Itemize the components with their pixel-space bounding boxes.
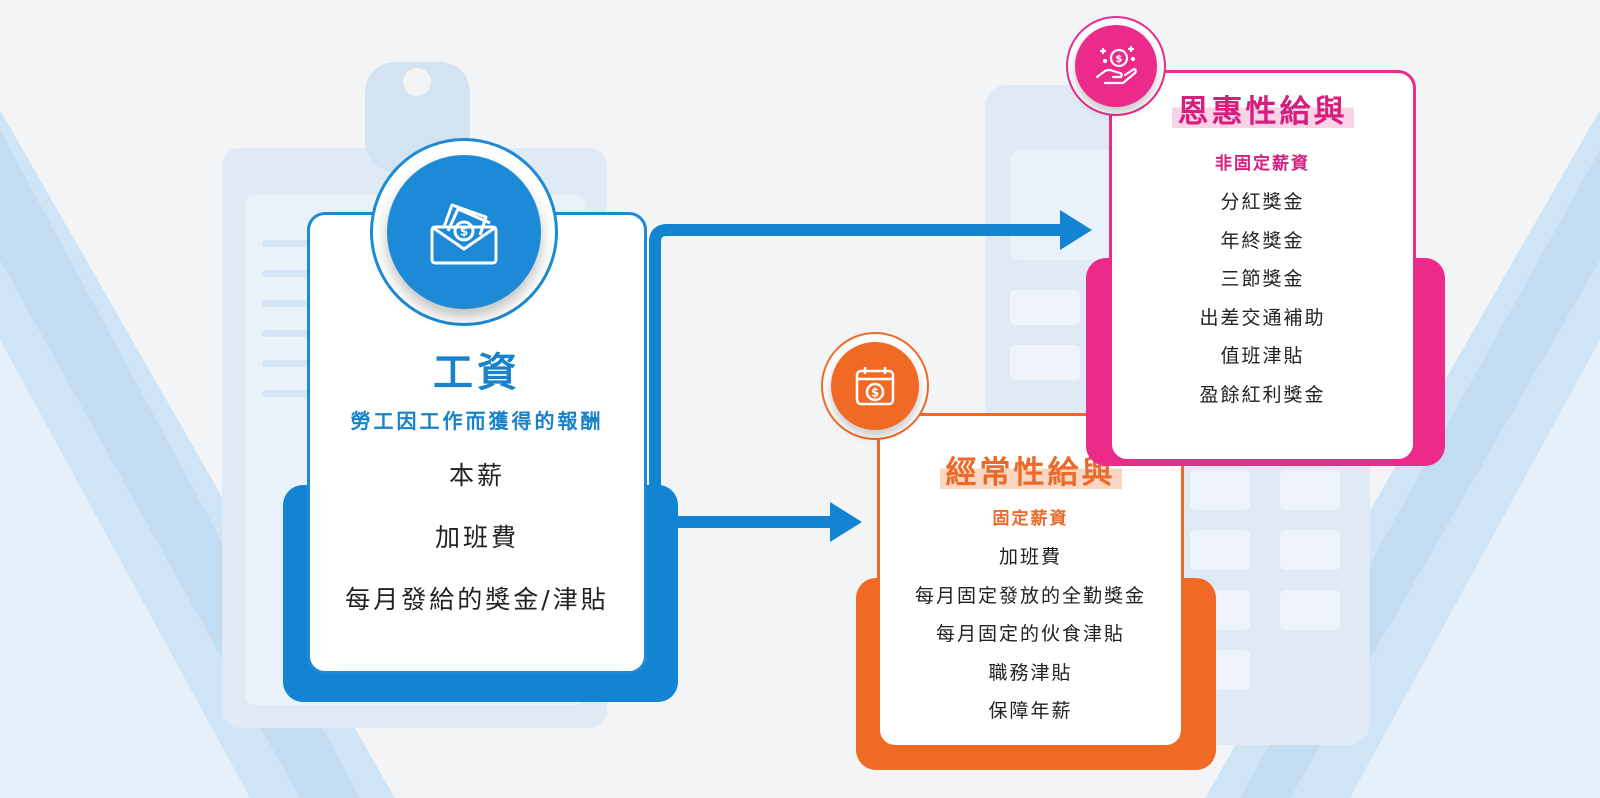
bonus-subtitle: 非固定薪資 — [1215, 154, 1310, 174]
wage-title: 工資 — [433, 349, 521, 396]
money-envelope-icon: $ — [387, 155, 541, 309]
list-item: 職務津貼 — [988, 661, 1073, 684]
list-item: 每月固定發放的全勤獎金 — [914, 584, 1146, 607]
bonus-icon-ring: $ — [1066, 16, 1166, 116]
calendar-dollar-icon: $ — [831, 342, 919, 430]
list-item: 分紅獎金 — [1220, 191, 1305, 213]
bonus-item-list: 分紅獎金 年終獎金 三節獎金 出差交通補助 值班津貼 盈餘紅利獎金 — [1112, 189, 1413, 420]
list-item: 每月發給的獎金/津貼 — [345, 585, 609, 614]
arrow-to-bonus — [649, 224, 1063, 522]
list-item: 三節獎金 — [1220, 268, 1305, 290]
list-item: 年終獎金 — [1220, 229, 1305, 252]
list-item: 加班費 — [998, 546, 1062, 568]
list-item: 加班費 — [434, 523, 519, 552]
arrow-head-to-regular — [830, 502, 862, 542]
bonus-title: 恩惠性給與 — [1171, 93, 1354, 131]
hand-coin-icon: $ — [1075, 25, 1157, 107]
bonus-card: 恩惠性給與 非固定薪資 分紅獎金 年終獎金 三節獎金 出差交通補助 值班津貼 盈… — [1109, 70, 1416, 462]
svg-text:$: $ — [871, 386, 879, 400]
svg-text:$: $ — [1116, 54, 1123, 65]
list-item: 盈餘紅利獎金 — [1199, 383, 1326, 406]
list-item: 出差交通補助 — [1199, 306, 1326, 329]
list-item: 每月固定的伙食津貼 — [935, 623, 1125, 645]
list-item: 保障年薪 — [988, 700, 1073, 722]
regular-item-list: 加班費 每月固定發放的全勤獎金 每月固定的伙食津貼 職務津貼 保障年薪 — [880, 544, 1181, 737]
regular-card: 經常性給與 固定薪資 加班費 每月固定發放的全勤獎金 每月固定的伙食津貼 職務津… — [877, 413, 1184, 748]
svg-text:$: $ — [460, 225, 468, 239]
arrow-head-to-bonus — [1060, 210, 1092, 250]
wage-icon-ring: $ — [370, 138, 558, 326]
wage-subtitle: 勞工因工作而獲得的報酬 — [350, 409, 604, 433]
list-item: 值班津貼 — [1220, 345, 1305, 367]
regular-icon-ring: $ — [821, 332, 929, 440]
regular-title: 經常性給與 — [939, 454, 1122, 492]
regular-subtitle: 固定薪資 — [992, 509, 1069, 529]
list-item: 本薪 — [448, 461, 505, 490]
wage-item-list: 本薪 加班費 每月發給的獎金/津貼 — [310, 460, 644, 646]
